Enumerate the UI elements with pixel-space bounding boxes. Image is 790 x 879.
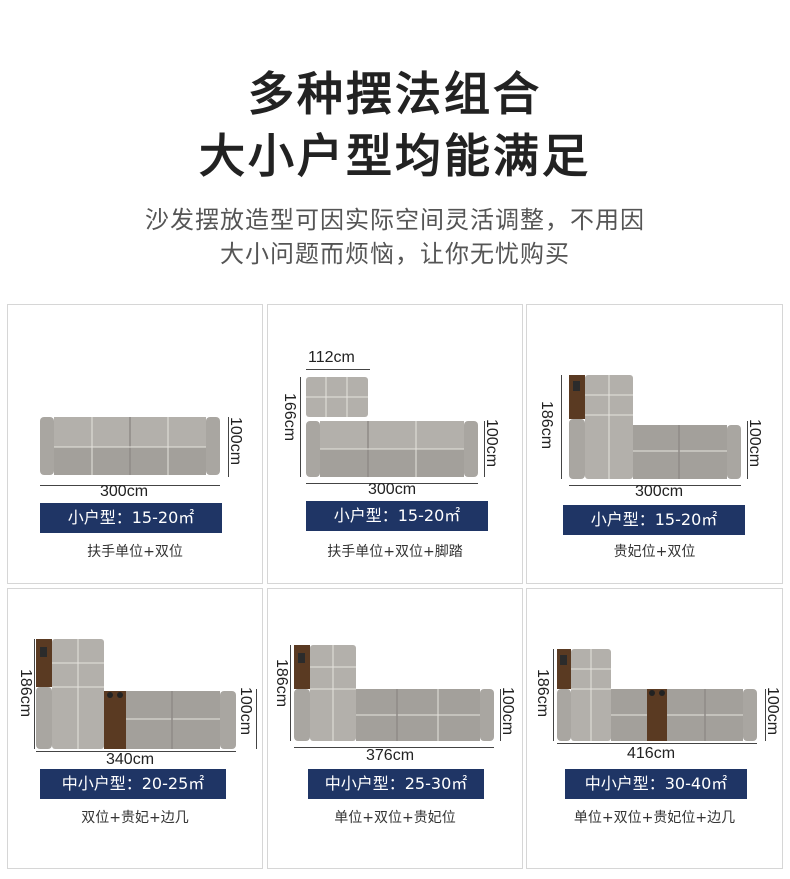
layout-card-4: 186cm 100cm 340cm 中小户型：20-25㎡ 双位+贵妃+边几 [7,588,263,869]
height-dimension: 100cm [499,687,516,736]
room-size-badge: 中小户型：30-40㎡ [565,769,747,799]
side-dimension: 186cm [17,669,34,718]
room-size-badge: 小户型：15-20㎡ [563,505,745,535]
combination-label: 扶手单位+双位+脚踏 [327,544,463,560]
subtitle-line2: 大小问题而烦恼，让你无忧购买 [220,240,570,268]
height-dimension: 100cm [483,419,500,468]
room-size-badge: 中小户型：20-25㎡ [40,769,226,799]
sofa-illustration [40,417,220,475]
width-dimension: 300cm [368,481,417,498]
combination-label: 扶手单位+双位 [87,544,183,560]
sofa-illustration [36,639,236,749]
layout-card-2: 112cm 166cm 100cm 300cm 小户型：15-20㎡ 扶手单位+… [267,304,523,584]
combination-label: 单位+双位+贵妃位+边几 [573,810,736,826]
side-dimension: 186cm [273,659,290,708]
combination-label: 单位+双位+贵妃位 [334,810,456,826]
height-dimension: 100cm [764,687,781,736]
layout-card-6: 186cm 100cm 416cm 中小户型：30-40㎡ 单位+双位+贵妃位+… [526,588,783,869]
width-dimension: 416cm [627,745,676,762]
side-dimension: 186cm [538,401,555,450]
height-dimension: 100cm [746,419,763,468]
subtitle-line1: 沙发摆放造型可因实际空间灵活调整，不用因 [145,206,645,234]
sofa-illustration [294,645,494,741]
combination-label: 双位+贵妃+边几 [81,810,189,826]
side-dimension: 186cm [534,669,551,718]
width-dimension: 300cm [635,483,684,500]
width-dimension: 300cm [100,483,149,500]
page-title-line1: 多种摆法组合 [248,67,542,121]
side-dimension: 166cm [281,393,298,442]
layout-card-3: 186cm 100cm 300cm 小户型：15-20㎡ 贵妃位+双位 [526,304,783,584]
top-dimension: 112cm [308,349,355,366]
height-dimension: 100cm [237,687,254,736]
page-title-line2: 大小户型均能满足 [199,129,591,183]
room-size-badge: 中小户型：25-30㎡ [308,769,484,799]
sofa-illustration [306,377,478,477]
combination-label: 贵妃位+双位 [613,544,696,560]
sofa-illustration [557,649,757,741]
width-dimension: 376cm [366,747,415,764]
sofa-illustration [569,375,741,479]
layout-card-1: 100cm 300cm 小户型：15-20㎡ 扶手单位+双位 [7,304,263,584]
height-dimension: 100cm [227,417,244,466]
layout-card-5: 186cm 100cm 376cm 中小户型：25-30㎡ 单位+双位+贵妃位 [267,588,523,869]
room-size-badge: 小户型：15-20㎡ [306,501,488,531]
width-dimension: 340cm [106,751,155,768]
room-size-badge: 小户型：15-20㎡ [40,503,222,533]
